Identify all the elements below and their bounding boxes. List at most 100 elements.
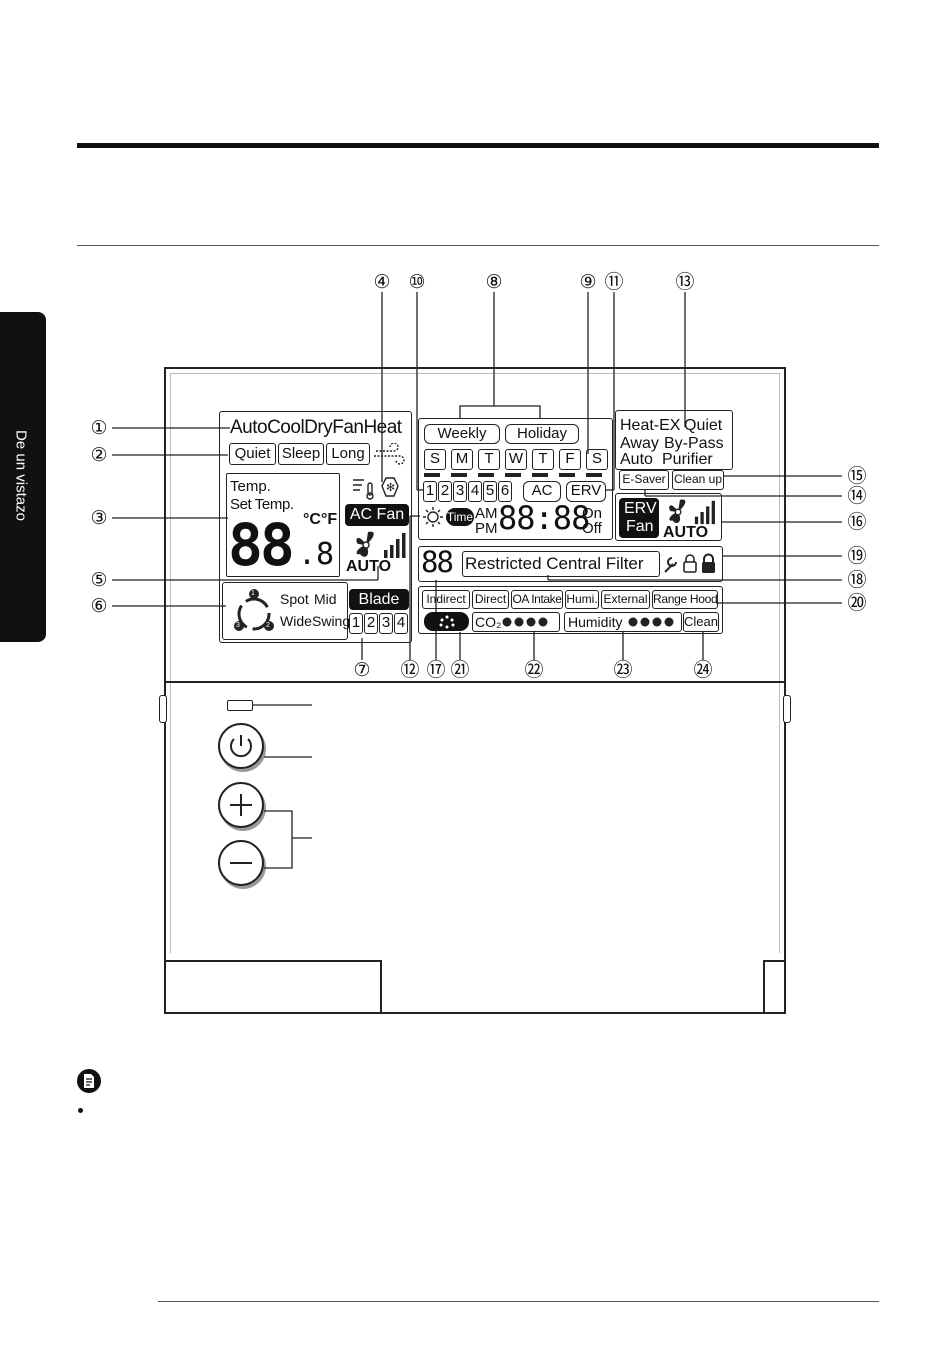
callout-13: ⑬ bbox=[675, 271, 695, 293]
cleanup-indicator: Clean up bbox=[672, 470, 724, 490]
footer-rule bbox=[158, 1301, 879, 1302]
mode-labels: AutoCoolDryFanHeat bbox=[230, 417, 402, 438]
schedule-6: 6 bbox=[498, 481, 512, 502]
right-clip bbox=[783, 695, 791, 723]
away-label: Away bbox=[620, 435, 659, 452]
ventilation-panel bbox=[418, 586, 723, 634]
schedule-panel bbox=[418, 418, 613, 540]
ac-indicator: AC bbox=[523, 481, 561, 502]
direction-2: 2 bbox=[266, 622, 270, 629]
callout-23: ㉓ bbox=[613, 659, 633, 681]
humidity-level-dots bbox=[628, 617, 674, 627]
callout-10: ⑩ bbox=[408, 271, 426, 293]
wind-icon bbox=[374, 443, 405, 465]
direct-indicator: Direct bbox=[472, 590, 509, 609]
blade-4: 4 bbox=[394, 613, 408, 634]
svg-text:✻: ✻ bbox=[386, 481, 395, 494]
callout-18: ⑱ bbox=[847, 569, 867, 591]
fan-auto-label: AUTO bbox=[346, 558, 392, 575]
note-bullet bbox=[78, 1108, 83, 1113]
air-direction-icon bbox=[234, 589, 274, 631]
fan-speed-icon bbox=[356, 531, 406, 558]
esaver-indicator: E-Saver bbox=[619, 470, 669, 490]
erv-auto-label: AUTO bbox=[663, 524, 709, 541]
co2-level-dots bbox=[502, 617, 548, 627]
callout-16: ⑯ bbox=[847, 511, 867, 533]
humi-indicator: Humi. bbox=[565, 590, 599, 609]
spot-label: Spot bbox=[280, 591, 309, 607]
oa-intake-indicator: OA Intake bbox=[511, 590, 563, 609]
day-tuesday: T bbox=[478, 449, 500, 470]
mid-label: Mid bbox=[314, 591, 337, 607]
schedule-3: 3 bbox=[453, 481, 467, 502]
humidity-box bbox=[564, 612, 682, 632]
off-label: Off bbox=[582, 520, 602, 537]
plus-button[interactable] bbox=[218, 782, 264, 828]
lcd-left-panel bbox=[219, 411, 412, 643]
dust-icon bbox=[439, 615, 455, 629]
callout-17: ⑰ bbox=[426, 659, 446, 681]
erv-fan-panel bbox=[615, 493, 722, 541]
time-indicator: Time bbox=[446, 508, 474, 526]
erv-fan-label-top: ERV bbox=[624, 500, 657, 517]
purifier-label: Purifier bbox=[662, 451, 713, 468]
left-clip bbox=[159, 695, 167, 723]
blade-3: 3 bbox=[379, 613, 393, 634]
auto-erv-label: Auto bbox=[620, 451, 653, 468]
status-indicator-led bbox=[227, 700, 253, 711]
callout-24: ㉔ bbox=[693, 659, 713, 681]
header-rule-thick bbox=[77, 143, 879, 148]
callout-12: ⑫ bbox=[400, 659, 420, 681]
direction-3: 3 bbox=[236, 622, 240, 629]
controller-outline bbox=[164, 367, 786, 1014]
ac-fan-indicator: AC Fan bbox=[345, 504, 409, 526]
sleep-indicator: Sleep bbox=[278, 443, 324, 465]
indirect-indicator: Indirect bbox=[422, 590, 470, 609]
holiday-indicator: Holiday bbox=[505, 424, 579, 444]
controller-split-line bbox=[164, 681, 786, 683]
callout-5: ⑤ bbox=[90, 569, 108, 591]
heat-ex-label: Heat-EX bbox=[620, 417, 681, 434]
thermo-fan-icon: ✻ bbox=[353, 477, 399, 500]
note-icon bbox=[77, 1069, 101, 1093]
minus-button[interactable] bbox=[218, 840, 264, 886]
sun-icon bbox=[423, 507, 443, 527]
humidity-label: Humidity bbox=[568, 614, 623, 630]
temp-label: Temp. bbox=[230, 478, 271, 495]
temperature-box bbox=[226, 473, 340, 577]
am-label: AM bbox=[475, 505, 498, 522]
callout-14: ⑭ bbox=[847, 485, 867, 507]
bottom-right-foot bbox=[763, 960, 786, 1014]
co2-label: CO₂ bbox=[475, 614, 502, 630]
day-saturday: S bbox=[586, 449, 608, 470]
side-tab bbox=[0, 312, 46, 642]
erv-fan-speed-icon bbox=[669, 499, 715, 525]
callout-6: ⑥ bbox=[90, 595, 108, 617]
weekly-indicator: Weekly bbox=[424, 424, 500, 444]
blade-indicator: Blade bbox=[349, 589, 409, 610]
wide-label: Wide bbox=[280, 613, 312, 629]
temperature-decimal: .8 bbox=[298, 537, 335, 572]
erv-indicator: ERV bbox=[566, 481, 606, 502]
blade-1: 1 bbox=[349, 613, 363, 634]
power-button[interactable] bbox=[218, 723, 264, 769]
callout-4: ④ bbox=[373, 271, 391, 293]
filter-panel bbox=[418, 546, 723, 582]
day-monday: M bbox=[451, 449, 473, 470]
day-bars bbox=[424, 473, 608, 477]
callout-15: ⑮ bbox=[847, 465, 867, 487]
clean-indicator: Clean bbox=[683, 612, 719, 632]
quiet-indicator: Quiet bbox=[229, 443, 276, 465]
day-thursday: T bbox=[532, 449, 554, 470]
filter-status-indicator bbox=[424, 612, 469, 631]
restricted-filter-box bbox=[462, 551, 660, 577]
day-wednesday: W bbox=[505, 449, 527, 470]
quiet-erv-label: Quiet bbox=[684, 417, 723, 434]
power-icon bbox=[230, 735, 252, 758]
callout-19: ⑲ bbox=[847, 545, 867, 567]
wrench-lock-icons bbox=[664, 553, 715, 573]
range-hood-indicator: Range Hood bbox=[652, 590, 718, 609]
callout-21: ㉑ bbox=[450, 659, 470, 681]
callout-11: ⑪ bbox=[604, 271, 624, 293]
